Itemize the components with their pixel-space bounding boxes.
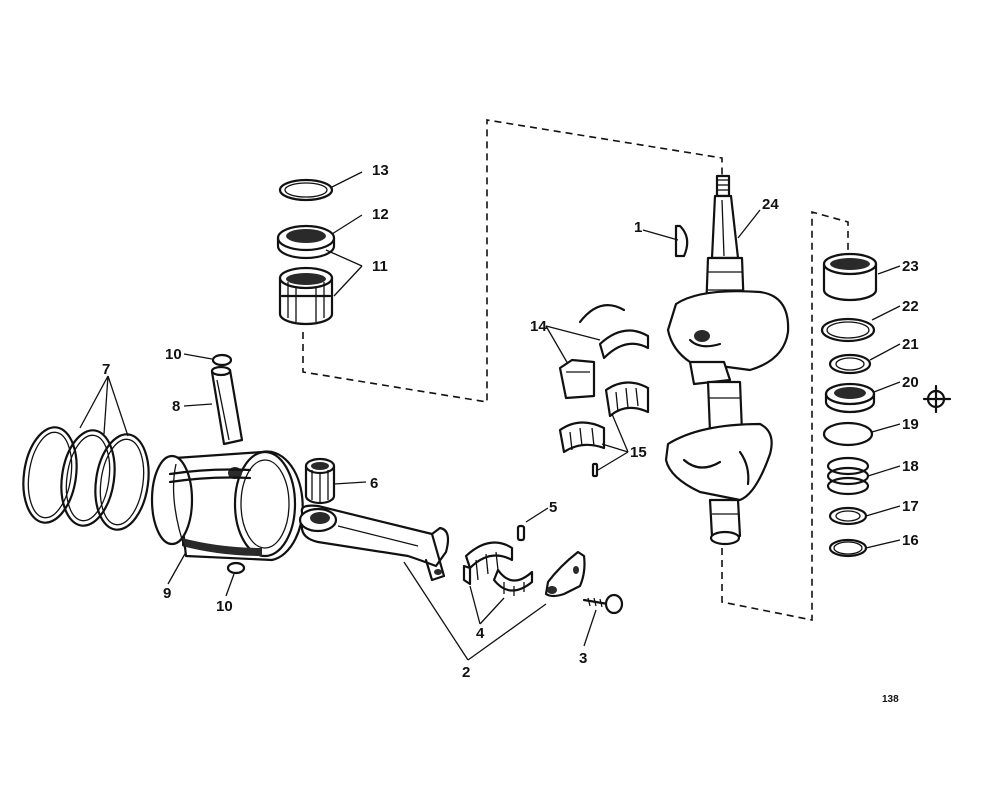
part-10-piston-pin-clip-bottom bbox=[226, 561, 246, 575]
callout-17: 17 bbox=[902, 498, 919, 515]
part-14-center-bearing-retainer bbox=[558, 304, 650, 400]
callout-15: 15 bbox=[630, 444, 647, 461]
connecting-rod-cap bbox=[544, 550, 586, 598]
callout-2: 2 bbox=[462, 664, 470, 681]
registration-crosshair-icon bbox=[922, 384, 952, 414]
callout-9: 9 bbox=[163, 585, 171, 602]
callout-7: 7 bbox=[102, 361, 110, 378]
part-7-piston-rings bbox=[22, 426, 150, 531]
part-20-seal bbox=[824, 382, 876, 414]
callout-6: 6 bbox=[370, 475, 378, 492]
part-11-main-bearing bbox=[278, 266, 334, 326]
part-9-piston bbox=[150, 450, 304, 562]
part-24-crankshaft bbox=[664, 174, 790, 546]
part-17-washer bbox=[828, 506, 868, 526]
callout-labels: 1 2 3 4 5 6 7 8 9 10 10 11 12 13 14 15 1… bbox=[102, 162, 919, 705]
callout-14: 14 bbox=[530, 318, 547, 335]
part-12-seal bbox=[276, 224, 336, 260]
part-10-piston-pin-clip-top bbox=[211, 353, 233, 367]
callout-12: 12 bbox=[372, 206, 389, 223]
part-5-dowel-pin bbox=[516, 524, 526, 542]
part-1-woodruff-key bbox=[674, 224, 689, 258]
assembly-guide-lines bbox=[302, 119, 849, 621]
part-15-center-bearing bbox=[558, 381, 650, 478]
callout-4: 4 bbox=[476, 625, 485, 642]
callout-13: 13 bbox=[372, 162, 389, 179]
callout-23: 23 bbox=[902, 258, 919, 275]
callout-18: 18 bbox=[902, 458, 919, 475]
callout-21: 21 bbox=[902, 336, 919, 353]
part-8-piston-pin bbox=[210, 365, 244, 446]
part-19-spacer bbox=[822, 421, 874, 447]
part-3-rod-screw bbox=[582, 593, 624, 615]
callout-5: 5 bbox=[549, 499, 557, 516]
callout-22: 22 bbox=[902, 298, 919, 315]
part-16-retaining-ring bbox=[828, 538, 868, 558]
part-4-rod-bearing-halves bbox=[462, 541, 534, 596]
callout-20: 20 bbox=[902, 374, 919, 391]
callout-16: 16 bbox=[902, 532, 919, 549]
callout-10-bottom: 10 bbox=[216, 598, 233, 615]
part-21-washer bbox=[828, 353, 872, 375]
part-18-spring-ring bbox=[826, 456, 870, 496]
part-23-upper-bearing bbox=[822, 252, 878, 302]
callout-11: 11 bbox=[372, 258, 388, 275]
leader-lines bbox=[79, 171, 901, 661]
part-22-ring bbox=[820, 317, 876, 343]
part-2-connecting-rod bbox=[298, 504, 450, 582]
callout-8: 8 bbox=[172, 398, 180, 415]
part-13-retaining-ring bbox=[278, 178, 334, 202]
callout-3: 3 bbox=[579, 650, 587, 667]
figure-number: 138 bbox=[882, 694, 899, 705]
callout-1: 1 bbox=[634, 219, 642, 236]
callout-19: 19 bbox=[902, 416, 919, 433]
callout-24: 24 bbox=[762, 196, 779, 213]
callout-10-top: 10 bbox=[165, 346, 182, 363]
part-6-needle-bearing bbox=[304, 457, 336, 505]
